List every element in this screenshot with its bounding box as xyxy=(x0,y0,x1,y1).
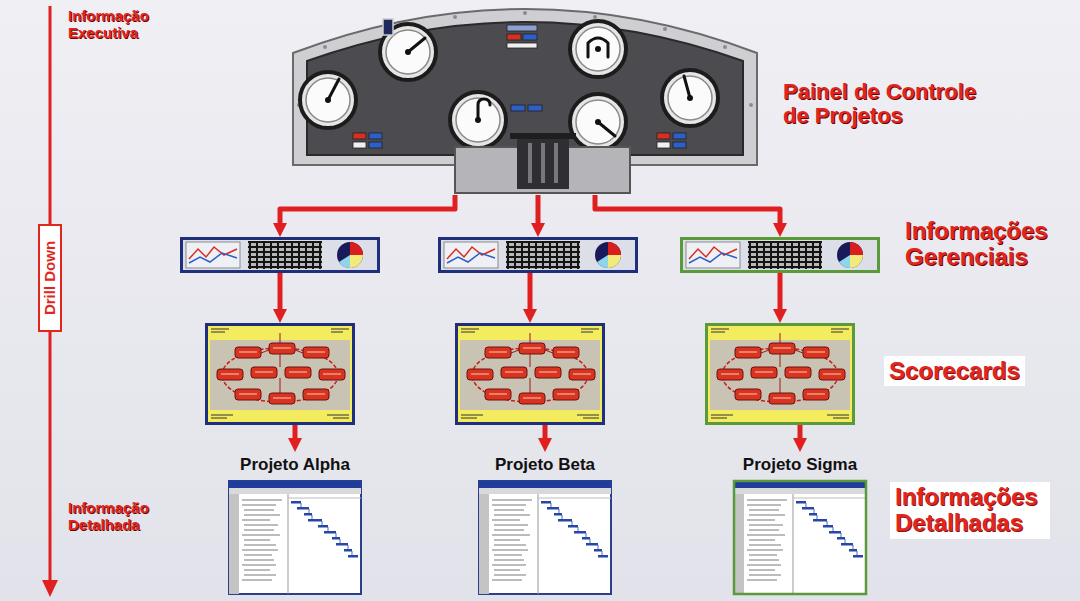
project-box: Projeto Sigma xyxy=(715,452,885,597)
flow-arrow xyxy=(536,195,541,231)
management-panel xyxy=(680,237,880,273)
axis-label: Informação Executiva xyxy=(68,8,168,41)
section-label: Informações Detalhadas xyxy=(890,482,1050,539)
scorecard-illustration xyxy=(207,325,354,424)
management-panel xyxy=(182,239,379,272)
flow-arrow xyxy=(543,425,548,446)
drill-down-arrow-part xyxy=(42,580,58,597)
scorecard-illustration xyxy=(457,325,604,424)
flow-arrow xyxy=(293,425,298,446)
project-box: Projeto Beta xyxy=(460,452,630,597)
section-label: Scorecards xyxy=(884,356,1025,386)
project-title: Projeto Alpha xyxy=(210,455,380,475)
axis-label: Informação Detalhada xyxy=(68,500,168,533)
gantt-screenshot xyxy=(479,481,611,594)
drill-down-label: Drill Down xyxy=(38,224,62,332)
flow-arrow xyxy=(278,273,283,317)
panel-highlight xyxy=(682,239,879,272)
project-title: Projeto Sigma xyxy=(715,455,885,475)
screenshot-highlight xyxy=(734,481,866,594)
section-label: Informações Gerenciais xyxy=(905,218,1070,271)
dashboard-illustration xyxy=(293,9,757,193)
scorecard-box xyxy=(205,323,355,425)
project-box: Projeto Alpha xyxy=(210,452,380,597)
management-panel xyxy=(180,237,380,273)
flow-arrow xyxy=(595,195,780,231)
dashboard-panel xyxy=(285,5,765,195)
flow-arrow xyxy=(528,273,533,317)
flow-arrow xyxy=(798,425,803,446)
flow-arrow xyxy=(280,195,455,231)
management-panel xyxy=(438,237,638,273)
gantt-screenshot xyxy=(734,481,866,594)
scorecard-illustration xyxy=(707,325,854,424)
management-panel xyxy=(682,239,879,272)
section-label: Painel de Controle de Projetos xyxy=(783,80,998,128)
project-title: Projeto Beta xyxy=(460,455,630,475)
scorecard-box xyxy=(455,323,605,425)
management-panel xyxy=(440,239,637,272)
scorecard-highlight xyxy=(707,325,854,424)
scorecard-box xyxy=(705,323,855,425)
flow-arrow xyxy=(778,273,783,317)
gantt-screenshot xyxy=(229,481,361,594)
